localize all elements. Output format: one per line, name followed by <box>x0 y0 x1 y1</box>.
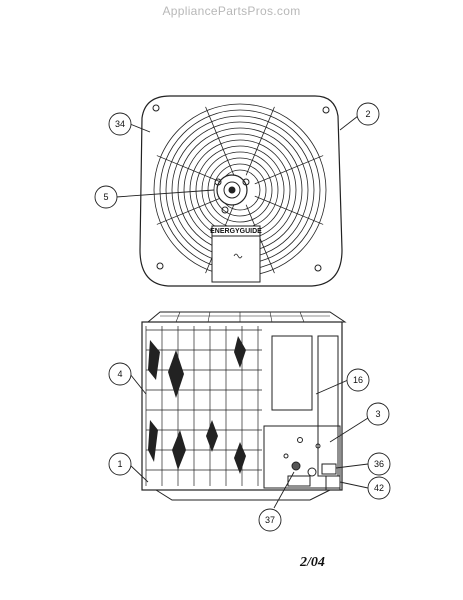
upper-panel <box>271 335 313 411</box>
callout-labels: 34 2 5 4 16 3 1 36 42 37 <box>103 109 384 525</box>
callouts <box>94 102 391 532</box>
coil-fin <box>148 340 160 380</box>
grille-spoke <box>254 155 324 185</box>
side-panel <box>317 335 339 477</box>
callout-5: 5 <box>103 192 108 202</box>
grille-spoke <box>254 195 324 225</box>
bolt-icon <box>156 262 164 270</box>
bolt-icon <box>322 106 330 114</box>
grille-spoke <box>245 106 275 176</box>
service-valves <box>287 461 341 491</box>
energyguide-text: ENERGYGUIDE <box>210 228 262 235</box>
top-unit <box>139 95 343 287</box>
bolt-icon <box>314 264 322 272</box>
coil-fin <box>148 420 158 462</box>
callout-4: 4 <box>117 369 122 379</box>
callout-34: 34 <box>115 119 125 129</box>
callout-37: 37 <box>265 515 275 525</box>
base-pan <box>155 489 331 501</box>
top-housing <box>139 95 343 287</box>
grille-spoke <box>156 155 226 185</box>
coil-fin <box>206 420 218 452</box>
cabinet <box>141 321 343 491</box>
grille-spoke <box>156 195 226 225</box>
coil-fin <box>168 350 184 398</box>
bolt-icon <box>152 104 160 112</box>
callout-36: 36 <box>374 459 384 469</box>
coil-fin <box>234 336 246 368</box>
callout-16: 16 <box>353 375 363 385</box>
date-code: 2/04 <box>300 555 325 570</box>
grille-spoke <box>205 106 235 176</box>
bottom-unit <box>141 311 347 501</box>
fan-grille <box>153 103 327 277</box>
callout-42: 42 <box>374 483 384 493</box>
callout-3: 3 <box>375 409 380 419</box>
control-panel <box>263 425 341 489</box>
callout-1: 1 <box>117 459 122 469</box>
coil-fin <box>234 442 246 474</box>
site-header[interactable]: AppliancePartsPros.com <box>162 4 301 18</box>
top-cover <box>146 311 347 323</box>
callout-2: 2 <box>365 109 370 119</box>
coil-fin <box>172 430 186 470</box>
